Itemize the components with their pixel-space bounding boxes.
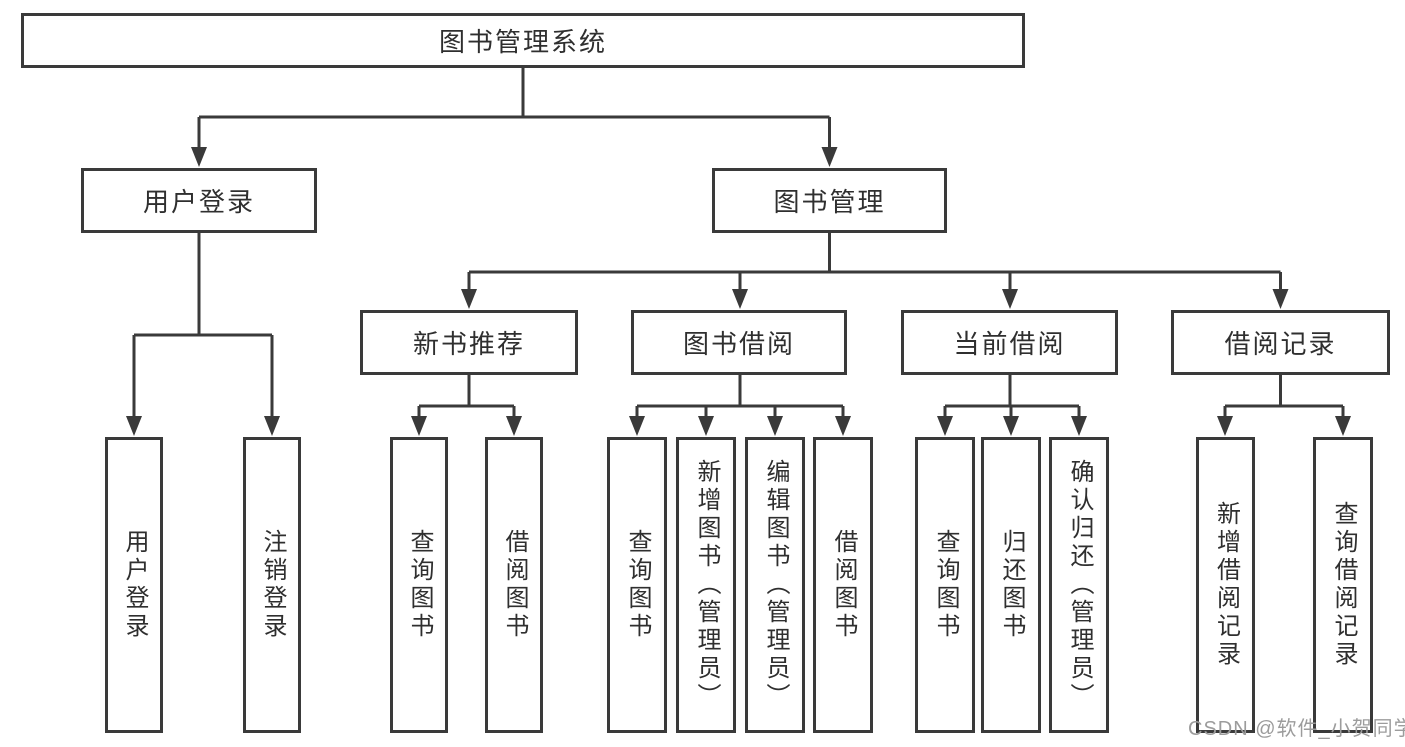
- csdn-watermark: CSDN @软件_小贺同学: [1188, 718, 1405, 740]
- arrowheads-recommend-leaves: [411, 416, 522, 436]
- arrowheads-records-leaves: [1217, 416, 1351, 436]
- connector-mgmt-to-level3: [467, 233, 1282, 292]
- leaf-label: 查询借阅记录: [1330, 501, 1357, 669]
- leaf-label: 借阅图书: [501, 529, 528, 641]
- node-book-borrowing: 图书借阅: [631, 310, 847, 375]
- connector-current-to-leaves: [943, 375, 1081, 419]
- leaf-label: 注销登录: [259, 529, 286, 641]
- leaf-label: 借阅图书: [830, 529, 857, 641]
- leaf-label: 新增借阅记录: [1212, 501, 1240, 669]
- leaf-label: 新增图书（管理员）: [693, 459, 720, 711]
- leaf-label: 用户登录: [121, 529, 148, 641]
- leaf-logout: 注销登录: [243, 437, 301, 733]
- connector-borrowing-to-leaves: [635, 375, 845, 419]
- leaf-label: 查询图书: [406, 529, 433, 641]
- leaf-label: 归还图书: [998, 529, 1025, 641]
- leaf-add-books-admin: 新增图书（管理员）: [676, 437, 736, 733]
- leaf-return-books: 归还图书: [981, 437, 1041, 733]
- leaf-query-borrow-record: 查询借阅记录: [1313, 437, 1373, 733]
- leaf-query-books-borrowing: 查询图书: [607, 437, 667, 733]
- leaf-add-borrow-record: 新增借阅记录: [1196, 437, 1255, 733]
- node-current-borrowing: 当前借阅: [901, 310, 1118, 375]
- node-borrowing-records: 借阅记录: [1171, 310, 1390, 375]
- leaf-query-books-recommend: 查询图书: [390, 437, 448, 733]
- node-new-book-recommend: 新书推荐: [360, 310, 578, 375]
- leaf-label: 查询图书: [624, 529, 651, 641]
- leaf-label: 确认归还（管理员）: [1066, 459, 1093, 711]
- node-library-system: 图书管理系统: [21, 13, 1025, 68]
- leaf-user-login: 用户登录: [105, 437, 163, 733]
- arrowheads-level2: [191, 147, 838, 167]
- leaf-label: 编辑图书（管理员）: [762, 459, 789, 711]
- arrowheads-level3: [461, 289, 1289, 309]
- node-user-login: 用户登录: [81, 168, 317, 233]
- connector-recommend-to-leaves: [417, 375, 516, 419]
- arrowheads-current-leaves: [937, 416, 1087, 436]
- connector-records-to-leaves: [1223, 375, 1345, 419]
- leaf-borrow-books-recommend: 借阅图书: [485, 437, 543, 733]
- connector-login-to-leaves: [132, 233, 274, 419]
- leaf-label: 查询图书: [932, 529, 959, 641]
- leaf-borrow-books-borrowing: 借阅图书: [813, 437, 873, 733]
- node-book-management: 图书管理: [712, 168, 947, 233]
- leaf-edit-books-admin: 编辑图书（管理员）: [745, 437, 805, 733]
- arrowheads-login-leaves: [126, 416, 280, 436]
- leaf-query-books-current: 查询图书: [915, 437, 975, 733]
- arrowheads-borrowing-leaves: [629, 416, 851, 436]
- leaf-confirm-return-admin: 确认归还（管理员）: [1049, 437, 1109, 733]
- connector-root-to-level2: [197, 68, 831, 150]
